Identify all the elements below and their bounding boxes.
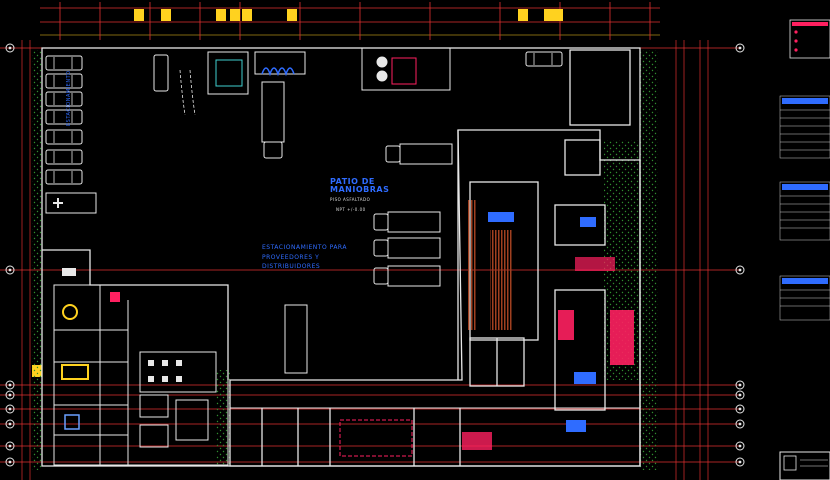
warning-tag-icon: [32, 9, 563, 377]
patio-title-line2: MANIOBRAS: [330, 185, 390, 194]
estacionamiento-label: ESTACIONAMIENTO: [66, 70, 72, 126]
truck-icon: [261, 81, 453, 374]
ambulance-icon: [45, 192, 97, 214]
parking-curb: [179, 69, 196, 116]
schedule-table: [779, 95, 830, 321]
legend-block: [789, 19, 830, 59]
landscape-hatch: [32, 50, 658, 470]
top-dimension-strip: [40, 2, 660, 40]
grid-axis-lines: [0, 40, 740, 480]
office-furniture: [61, 268, 182, 430]
level-label: NPT +/-0.00: [336, 207, 366, 212]
top-service-buildings: [207, 47, 451, 95]
warehouse-racks: [339, 200, 634, 457]
supplier-parking-line2: PROVEEDORES Y: [262, 254, 320, 261]
patio-title-line1: PATIO DE: [330, 177, 375, 186]
site-boundary: [41, 47, 641, 467]
floor-finish-label: PISO ASFALTADO: [330, 197, 371, 202]
car-icon: [45, 51, 563, 185]
supplier-parking-line1: ESTACIONAMIENTO PARA: [262, 244, 347, 251]
supplier-parking-line3: DISTRIBUIDORES: [262, 263, 321, 270]
main-building: [229, 49, 641, 467]
office-block: [53, 284, 229, 466]
title-block-icon: [779, 451, 830, 480]
